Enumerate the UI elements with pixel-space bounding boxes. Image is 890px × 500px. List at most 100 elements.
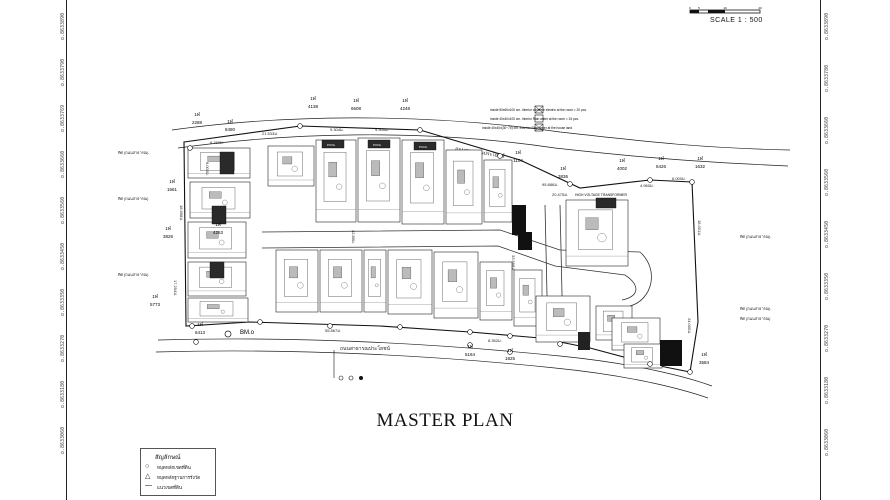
svg-text:1ฬ: 1ฬ xyxy=(310,95,317,101)
svg-text:1ฬ: 1ฬ xyxy=(507,347,514,353)
line-symbol-icon: — xyxy=(145,482,152,489)
svg-text:4248: 4248 xyxy=(400,106,411,111)
plot-number-label: 1ฬ 4138 xyxy=(308,95,319,109)
boundary-marker-icon xyxy=(689,179,695,185)
svg-text:1825: 1825 xyxy=(505,356,516,361)
house-plot xyxy=(565,199,629,267)
house-plot xyxy=(357,137,401,223)
scale-tick-label: 20 xyxy=(758,6,762,10)
svg-text:1104: 1104 xyxy=(513,158,523,163)
house-plot xyxy=(315,139,357,223)
marker-symbol-icon: ○ xyxy=(145,463,150,470)
scale-tick-label: 0 xyxy=(689,6,691,10)
pool xyxy=(413,141,437,151)
svg-text:1ฬ: 1ฬ xyxy=(658,155,665,161)
boundary-marker-icon xyxy=(687,369,693,375)
dimension-label: 8.352ม. xyxy=(488,338,502,343)
svg-text:6413: 6413 xyxy=(195,330,206,335)
dimension-label: 95.886ม. xyxy=(542,182,558,187)
plot-number-label: 1ฬ 4248 xyxy=(400,97,411,111)
dimension-label: 6.000ม. xyxy=(672,176,686,181)
svg-text:4253: 4253 xyxy=(213,230,224,235)
legend-title: สัญลักษณ์ xyxy=(155,455,181,461)
house-plot xyxy=(433,251,479,319)
transformer-label: HIGH VOLTAGE TRANSFORMER xyxy=(575,193,628,197)
boundary-marker-icon xyxy=(189,323,195,329)
dimension-label: 9.300ม. xyxy=(375,127,389,132)
triangle-symbol-icon: △ xyxy=(145,473,151,480)
house-plot xyxy=(401,139,445,225)
note-line: Inside 40x40x(30~70) cm. Exterior Rain w… xyxy=(482,126,572,130)
pool xyxy=(367,139,391,149)
side-direction-label: ทิศ (ถนนสาธารณ) xyxy=(118,150,150,155)
dimension-label: 33.568ม. xyxy=(511,255,516,271)
pool xyxy=(595,197,617,209)
side-labels: ทิศ (ถนนสาธารณ)ทิศ (ถนนสาธารณ)ทิศ (ถนนสา… xyxy=(118,150,772,321)
svg-text:4138: 4138 xyxy=(308,104,319,109)
pool-label: POOL xyxy=(419,145,428,149)
internal-road xyxy=(621,251,652,307)
dimension-label: 21.533ม. xyxy=(262,131,278,136)
boundary-marker-icon xyxy=(467,329,473,335)
dimension-label: 6.000ม. xyxy=(205,162,210,176)
svg-text:6608: 6608 xyxy=(351,106,362,111)
boundary-marker-icon xyxy=(507,349,513,355)
svg-text:1ฬ: 1ฬ xyxy=(169,178,176,184)
boundary-marker-icon xyxy=(417,127,423,133)
svg-text:6426: 6426 xyxy=(656,164,667,169)
scale-label: SCALE 1 : 500 xyxy=(710,17,763,24)
boundary-marker-icon xyxy=(257,319,263,325)
house-plot xyxy=(479,261,513,321)
svg-text:5773: 5773 xyxy=(150,302,161,307)
svg-text:1ฬ: 1ฬ xyxy=(152,293,159,299)
house-plot xyxy=(187,221,247,259)
dimension-label: 24.000ม. xyxy=(687,318,692,334)
pool xyxy=(321,139,345,149)
scale-tick-label: 5 xyxy=(698,6,700,10)
legend-row-label: หมุดหลักฐานการรังวัด xyxy=(157,475,201,480)
house-plot xyxy=(623,343,663,369)
svg-text:1632: 1632 xyxy=(695,164,706,169)
right-frame-line xyxy=(820,0,821,500)
svg-text:1ฬ: 1ฬ xyxy=(515,149,522,155)
plot-number-label: 1ฬ 6413 xyxy=(195,321,206,335)
pool-label: POOL xyxy=(327,143,336,147)
svg-text:1ฬ: 1ฬ xyxy=(215,221,222,227)
svg-text:1ฬ: 1ฬ xyxy=(197,321,204,327)
dimension-label: 9.304ม. xyxy=(330,127,344,132)
boundary-marker-icon xyxy=(647,361,653,367)
svg-text:1ฬ: 1ฬ xyxy=(402,97,409,103)
side-direction-label: ทิศ (ถนนสาธารณ) xyxy=(740,234,772,239)
plot-group xyxy=(187,137,663,369)
dimension-label: 18.958ม. xyxy=(179,205,184,221)
dimension-label: 4.960ม. xyxy=(640,183,654,188)
boundary-marker-icon xyxy=(327,323,333,329)
dimension-label: 17.254ม. xyxy=(173,280,178,296)
boundary-marker-icon xyxy=(193,339,199,345)
plot-number-label: 1ฬ 1661 xyxy=(167,178,178,192)
svg-text:1661: 1661 xyxy=(167,187,178,192)
dimension-label: 42.85ม. xyxy=(351,230,356,244)
svg-text:1ฬ: 1ฬ xyxy=(165,225,172,231)
dimension-labels: 8.760ม.21.533ม.9.304ม.9.300ม.95.886ม.4.9… xyxy=(173,127,702,343)
benchmark-marker: BM.o xyxy=(224,330,363,381)
scale-tick-label: 10 xyxy=(723,6,727,10)
boundary-marker-icon xyxy=(467,342,473,348)
south-road: ถนนสาธารณประโยชน์ xyxy=(155,338,713,399)
svg-text:1ฬ: 1ฬ xyxy=(619,157,626,163)
pool-label: POOL xyxy=(373,143,382,147)
boundary-marker-icon xyxy=(567,181,573,187)
boundary-marker-icon xyxy=(557,341,563,347)
boundary-marker-icon xyxy=(187,145,193,151)
